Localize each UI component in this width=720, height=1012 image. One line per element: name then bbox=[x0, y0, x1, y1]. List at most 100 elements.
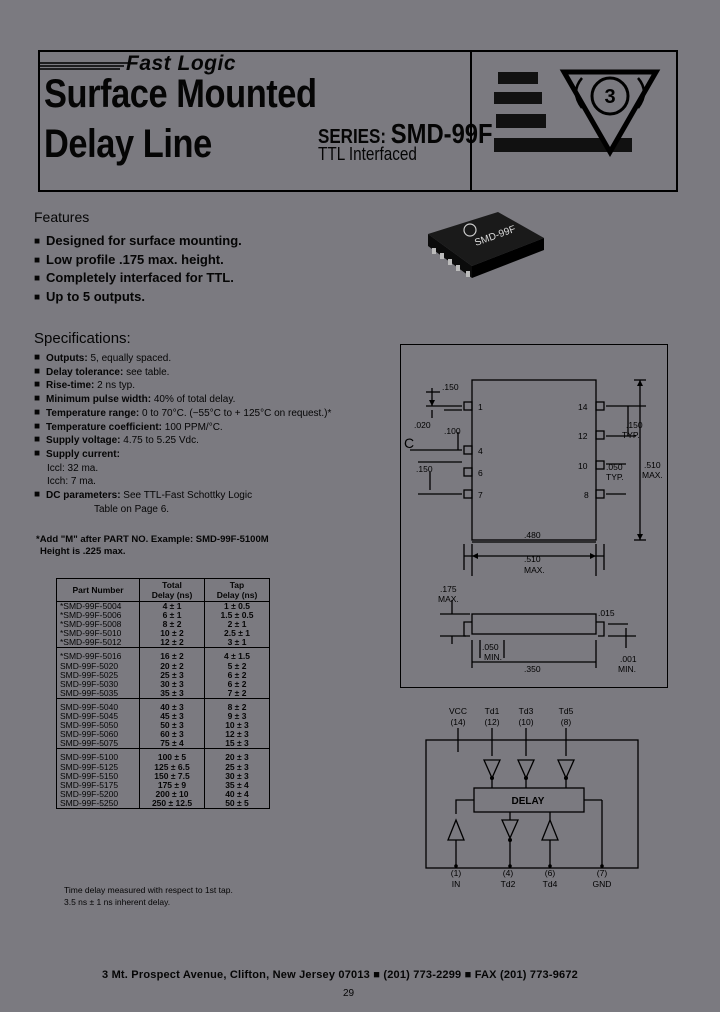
dim-typ: TYP. bbox=[622, 430, 640, 440]
dim-min-001: MIN. bbox=[618, 664, 636, 674]
pin-label: 7 bbox=[478, 490, 483, 500]
total-delay-cell: 12 ± 2 bbox=[139, 638, 205, 649]
col-header-total: Total Delay (ns) bbox=[139, 578, 205, 602]
tap-delay-cell: 2 ± 1 bbox=[204, 620, 270, 630]
tap-delay-cell: 2.5 ± 1 bbox=[204, 629, 270, 639]
sch-bottom-pin: (4) bbox=[503, 868, 514, 878]
part-number-cell: SMD-99F-5040 bbox=[56, 698, 140, 713]
part-number-cell: *SMD-99F-5012 bbox=[56, 638, 140, 649]
total-delay-cell: 35 ± 3 bbox=[139, 688, 205, 699]
dim-150-left: .150 bbox=[416, 464, 433, 474]
dim-max-side: MAX. bbox=[642, 470, 663, 480]
pin-label: 10 bbox=[578, 461, 588, 471]
tap-delay-cell: 6 ± 2 bbox=[204, 670, 270, 680]
pin-label: 6 bbox=[478, 468, 483, 478]
dim-150-top: .150 bbox=[442, 382, 459, 392]
sch-top-label: Td3 bbox=[519, 706, 534, 716]
brand-name: Fast Logic bbox=[126, 52, 237, 75]
dim-050: .050 bbox=[606, 462, 623, 472]
pin-label: 1 bbox=[478, 402, 483, 412]
company-address: 3 Mt. Prospect Avenue, Clifton, New Jers… bbox=[102, 969, 578, 981]
page-number: 29 bbox=[343, 988, 355, 999]
tap-delay-cell: 7 ± 2 bbox=[204, 688, 270, 699]
part-number-cell: SMD-99F-5100 bbox=[56, 748, 140, 763]
tap-delay-cell: 50 ± 5 bbox=[204, 799, 270, 809]
tap-delay-cell: 9 ± 3 bbox=[204, 711, 270, 722]
dim-max-bottom: MAX. bbox=[524, 565, 545, 575]
pin-label: 14 bbox=[578, 402, 588, 412]
schematic-diagram: VCC Td1 Td3 Td5 (14) (12) (10) (8) (1) (… bbox=[425, 706, 639, 889]
sch-bottom-pin: (1) bbox=[451, 868, 462, 878]
ttl-interfaced-label: TTL Interfaced bbox=[318, 144, 417, 164]
spec-item: DC parameters: See TTL-Fast Schottky Log… bbox=[34, 489, 331, 503]
dim-050-min: .050 bbox=[482, 642, 499, 652]
series-name: SMD-99F bbox=[390, 118, 493, 149]
total-delay-cell: 16 ± 2 bbox=[139, 647, 205, 662]
dim-001: .001 bbox=[620, 654, 637, 664]
sch-bottom-label: GND bbox=[593, 879, 612, 889]
features-heading: Features bbox=[34, 209, 90, 225]
dim-510-side: .510 bbox=[644, 460, 661, 470]
tap-delay-cell: 8 ± 2 bbox=[204, 698, 270, 713]
tap-delay-cell: 15 ± 3 bbox=[204, 739, 270, 750]
feature-item: Completely interfaced for TTL. bbox=[34, 270, 242, 289]
dim-510-bottom: .510 bbox=[524, 554, 541, 564]
sch-top-label: VCC bbox=[449, 706, 467, 716]
sch-top-pin: (12) bbox=[484, 717, 499, 727]
features-list: Designed for surface mounting. Low profi… bbox=[34, 233, 242, 307]
part-number-table: Part Number Total Delay (ns) Tap Delay (… bbox=[56, 578, 270, 809]
dim-max-175: MAX. bbox=[438, 594, 459, 604]
series-prefix: SERIES: bbox=[318, 126, 387, 148]
col-header-tap: Tap Delay (ns) bbox=[204, 578, 270, 602]
specifications-list: Outputs: 5, equally spaced. Delay tolera… bbox=[34, 352, 331, 516]
spec-item: Temperature coefficient: 100 PPM/°C. bbox=[34, 421, 331, 435]
dim-020: .020 bbox=[414, 420, 431, 430]
dim-100: .100 bbox=[444, 426, 461, 436]
spec-item: Minimum pulse width: 40% of total delay. bbox=[34, 393, 331, 407]
total-delay-cell: 100 ± 5 bbox=[139, 748, 205, 763]
dim-350: .350 bbox=[524, 664, 541, 674]
part-number-cell: *SMD-99F-5016 bbox=[56, 647, 140, 662]
logo-digit: 3 bbox=[604, 86, 615, 108]
header-box bbox=[38, 50, 678, 192]
total-delay-cell: 40 ± 3 bbox=[139, 698, 205, 713]
specifications-heading: Specifications: bbox=[34, 330, 131, 347]
series-label: SERIES: SMD-99F bbox=[318, 118, 493, 150]
sch-top-label: Td5 bbox=[559, 706, 574, 716]
pin-label: 8 bbox=[584, 490, 589, 500]
pin-label: 12 bbox=[578, 431, 588, 441]
tap-delay-cell: 35 ± 4 bbox=[204, 780, 270, 790]
page-title-line2: Delay Line bbox=[44, 122, 212, 166]
tap-delay-cell: 12 ± 3 bbox=[204, 730, 270, 740]
mechanical-drawing: .150 .020 .100 C .150 .150 TYP. .050 TYP… bbox=[404, 379, 663, 674]
spec-dc-continuation: Table on Page 6. bbox=[94, 503, 170, 515]
part-number-cell: SMD-99F-5250 bbox=[56, 799, 140, 809]
tap-delay-cell: 25 ± 3 bbox=[204, 762, 270, 772]
tap-delay-cell: 40 ± 4 bbox=[204, 789, 270, 799]
table-footnote: Time delay measured with respect to 1st … bbox=[64, 885, 233, 907]
chip-photo: SMD-99F bbox=[428, 212, 544, 278]
tap-delay-cell: 5 ± 2 bbox=[204, 661, 270, 671]
sch-top-label: Td1 bbox=[485, 706, 500, 716]
company-logo: 3 bbox=[470, 52, 678, 190]
mechanical-drawing-frame bbox=[400, 344, 668, 688]
dim-typ2: TYP. bbox=[606, 472, 624, 482]
dim-175: .175 bbox=[440, 584, 457, 594]
spec-item: Supply current: bbox=[34, 448, 331, 462]
tap-delay-cell: 20 ± 3 bbox=[204, 748, 270, 763]
tap-delay-cell: 1 ± 0.5 bbox=[204, 601, 270, 612]
